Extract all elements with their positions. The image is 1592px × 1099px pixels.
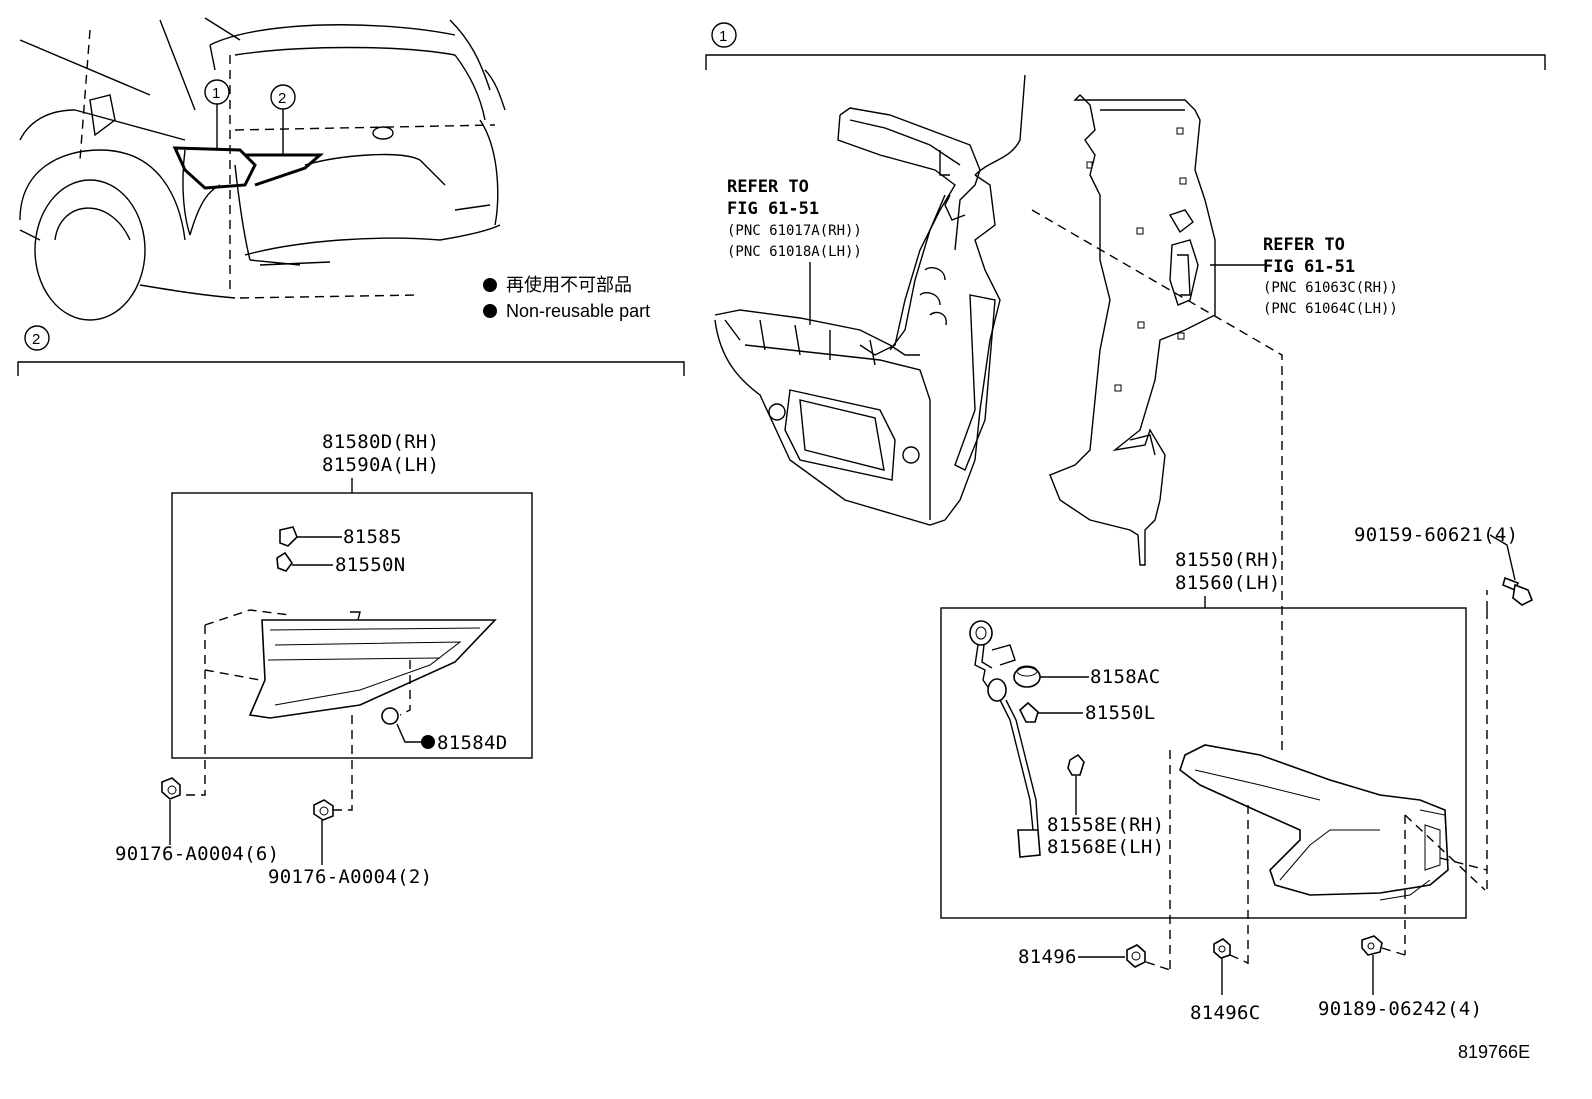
garnish-lamp-81580d bbox=[204, 609, 497, 719]
label-90176-6: 90176-A0004(6) bbox=[115, 843, 279, 865]
label-81590a: 81590A(LH) bbox=[322, 454, 439, 476]
section-1-bracket bbox=[705, 54, 1546, 70]
refer-right-line1: REFER TO bbox=[1263, 235, 1345, 255]
callout-2-vehicle: 2 bbox=[278, 90, 286, 107]
legend-japanese: 再使用不可部品 bbox=[506, 275, 632, 295]
diagram-ref-id: 819766E bbox=[1458, 1042, 1530, 1062]
callout-2-section: 2 bbox=[32, 331, 40, 348]
label-81584d: 81584D bbox=[437, 732, 507, 754]
vehicle-rear-view bbox=[19, 17, 506, 321]
bulb-81585 bbox=[279, 526, 298, 547]
legend-english: Non-reusable part bbox=[506, 301, 650, 321]
legend: 再使用不可部品 Non-reusable part bbox=[483, 275, 650, 321]
rear-combination-lamp bbox=[1179, 744, 1449, 901]
refer-right-pnc-rh: (PNC 61063C(RH)) bbox=[1263, 280, 1398, 296]
bolt-90189 bbox=[1361, 935, 1383, 956]
label-81585: 81585 bbox=[343, 526, 402, 548]
bulb-81550n bbox=[276, 551, 293, 572]
bulb-81550l bbox=[1019, 701, 1039, 723]
label-90176-2: 90176-A0004(2) bbox=[268, 866, 432, 888]
label-90159: 90159-60621(4) bbox=[1354, 524, 1518, 546]
label-81550: 81550(RH) bbox=[1175, 549, 1281, 571]
callout-1-vehicle: 1 bbox=[212, 85, 220, 102]
label-81496c: 81496C bbox=[1190, 1002, 1260, 1024]
bolt-90159 bbox=[1502, 576, 1534, 606]
socket-wire-harness bbox=[969, 620, 1041, 858]
refer-left-line1: REFER TO bbox=[727, 177, 809, 197]
callout-1-section: 1 bbox=[719, 28, 727, 45]
refer-left-pnc-lh: (PNC 61018A(LH)) bbox=[727, 244, 862, 260]
nut-90176-2 bbox=[313, 799, 334, 821]
refer-left-pnc-rh: (PNC 61017A(RH)) bbox=[727, 223, 862, 239]
clip-81584d bbox=[381, 707, 399, 725]
label-81550l: 81550L bbox=[1085, 702, 1155, 724]
grommet-8158ac bbox=[1013, 665, 1041, 688]
label-81560: 81560(LH) bbox=[1175, 572, 1281, 594]
rear-body-panel-right bbox=[1049, 94, 1216, 566]
label-81558e: 81558E(RH) bbox=[1047, 814, 1164, 836]
non-reusable-dot-81584d bbox=[421, 735, 435, 749]
label-81580d: 81580D(RH) bbox=[322, 431, 439, 453]
assembly-box-right bbox=[940, 607, 1467, 919]
refer-right-line2: FIG 61-51 bbox=[1263, 257, 1355, 277]
legend-dot-jp bbox=[483, 278, 497, 292]
label-81568e: 81568E(LH) bbox=[1047, 836, 1164, 858]
label-81550n: 81550N bbox=[335, 554, 405, 576]
label-8158ac: 8158AC bbox=[1090, 666, 1160, 688]
refer-right-pnc-lh: (PNC 61064C(LH)) bbox=[1263, 301, 1398, 317]
nut-90176-6 bbox=[161, 777, 181, 800]
label-81496: 81496 bbox=[1018, 946, 1077, 968]
refer-left-line2: FIG 61-51 bbox=[727, 199, 819, 219]
nut-81496c bbox=[1213, 938, 1231, 959]
nut-81496 bbox=[1126, 944, 1146, 968]
label-90189: 90189-06242(4) bbox=[1318, 998, 1482, 1020]
bulb-81558e bbox=[1067, 753, 1085, 776]
legend-dot-en bbox=[483, 304, 497, 318]
section-2-bracket bbox=[17, 361, 685, 376]
rear-body-panel-left bbox=[714, 74, 1026, 526]
assembly-box-left bbox=[171, 492, 533, 759]
